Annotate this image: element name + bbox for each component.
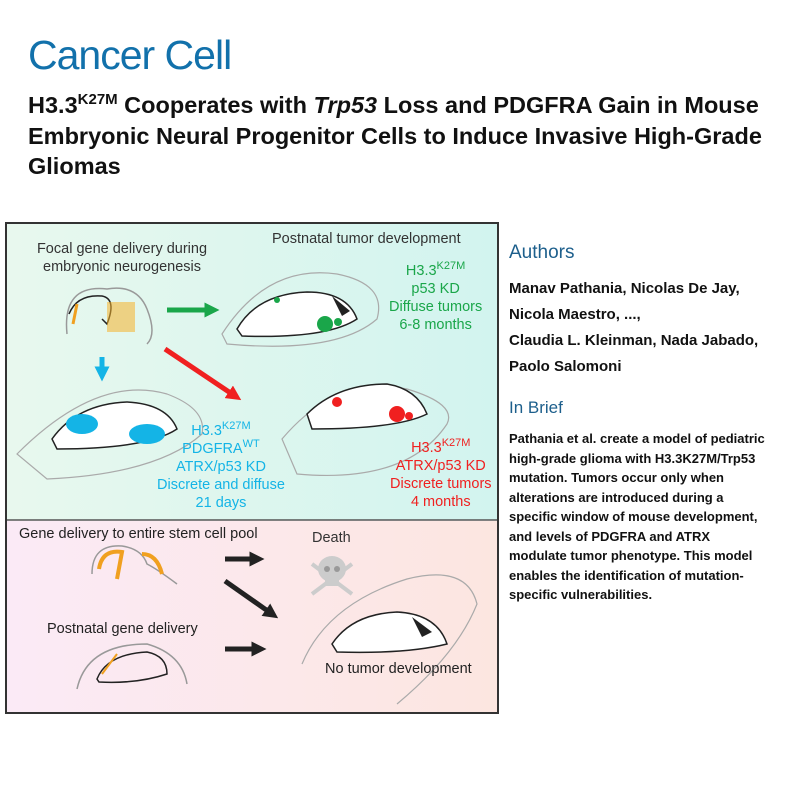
authors-heading: Authors (509, 242, 575, 263)
author-line: Claudia L. Kleinman, Nada Jabado, (509, 332, 759, 349)
postnatal-brain-icon (76, 643, 188, 690)
mouse-brain-no-tumor-icon (301, 574, 478, 705)
brief-line: alterations are introduced during a (509, 489, 724, 505)
title-text: Loss and PDGFRA Gain in Mouse Embryonic … (28, 92, 762, 179)
label-line: H3.3K27M (191, 420, 251, 440)
title-gene: Trp53 (313, 92, 378, 118)
in-brief-heading: In Brief (509, 398, 563, 417)
mouse-brain-blue-icon (16, 389, 204, 480)
author-line: Manav Pathania, Nicolas De Jay, (509, 280, 740, 297)
no-tumor-label: No tumor development (325, 661, 472, 677)
mouse-brain-green-icon (221, 272, 380, 347)
postnatal-delivery-label: Postnatal gene delivery (47, 621, 198, 637)
label-text: Focal gene delivery during embryonic neu… (36, 241, 208, 275)
green-condition-label: H3.3K27M p53 KD Diffuse tumors 6-8 month… (389, 260, 483, 334)
label-line: PDGFRAWT (182, 438, 260, 458)
graphical-abstract: Focal gene delivery during embryonic neu… (5, 222, 499, 714)
focal-delivery-label: Focal gene delivery during embryonic neu… (27, 240, 217, 276)
label-line: Diffuse tumors (389, 299, 483, 315)
brief-line: high-grade glioma with H3.3K27M/Trp53 (509, 450, 756, 466)
brief-line: mutation. Tumors occur only when (509, 470, 724, 485)
blue-condition-label: H3.3K27M PDGFRAWT ATRX/p53 KD Discrete a… (157, 420, 285, 512)
title-text: Cooperates with (117, 92, 314, 118)
embryo-brain-orange-icon (91, 545, 178, 585)
label-line: 6-8 months (399, 317, 472, 333)
postnatal-label: Postnatal tumor development (272, 231, 461, 247)
label-line: H3.3K27M (405, 260, 466, 280)
title-superscript: K27M (77, 91, 118, 108)
arrow-no-tumor-icon (223, 578, 279, 619)
label-line: 21 days (195, 495, 247, 511)
title-text: H3.3 (28, 92, 78, 118)
red-condition-label: H3.3K27M ATRX/p53 KD Discrete tumors 4 m… (390, 437, 492, 511)
author-line: Paolo Salomoni (509, 358, 622, 375)
brief-line: and levels of PDGFRA and ATRX (509, 528, 711, 544)
in-brief-text: Pathania et al. create a model of pediat… (509, 429, 799, 605)
brief-line: specific vulnerabilities. (509, 587, 653, 602)
top-panel-bg (7, 224, 497, 520)
label-line: Discrete tumors (390, 476, 492, 492)
skull-crossbones-icon (310, 556, 354, 596)
mouse-brain-red-icon (281, 383, 450, 477)
label-line: ATRX/p53 KD (175, 459, 266, 475)
journal-name: Cancer Cell (28, 32, 232, 78)
label-line: p53 KD (411, 281, 460, 297)
brief-line: Pathania et al. create a model of pediat… (509, 431, 765, 446)
author-line: Nicola Maestro, ..., (509, 306, 641, 323)
graphical-abstract-illustration (7, 224, 497, 712)
bottom-panel-bg (7, 521, 497, 712)
label-line: ATRX/p53 KD (395, 458, 486, 474)
article-title: H3.3K27M Cooperates with Trp53 Loss and … (28, 90, 798, 182)
label-line: Discrete and diffuse (157, 477, 285, 493)
brief-line: specific window of mouse development, (509, 509, 758, 524)
label-line: H3.3K27M (411, 437, 471, 457)
brief-line: enables the identification of mutation- (509, 567, 744, 583)
label-line: 4 months (410, 494, 471, 510)
brief-line: modulate tumor phenotype. This model (509, 548, 753, 563)
arrow-red-icon (163, 346, 242, 401)
embryo-brain-icon (65, 287, 153, 345)
authors-list: Manav Pathania, Nicolas De Jay, Nicola M… (509, 276, 799, 380)
death-label: Death (312, 530, 351, 546)
stem-cell-pool-label: Gene delivery to entire stem cell pool (19, 526, 258, 542)
